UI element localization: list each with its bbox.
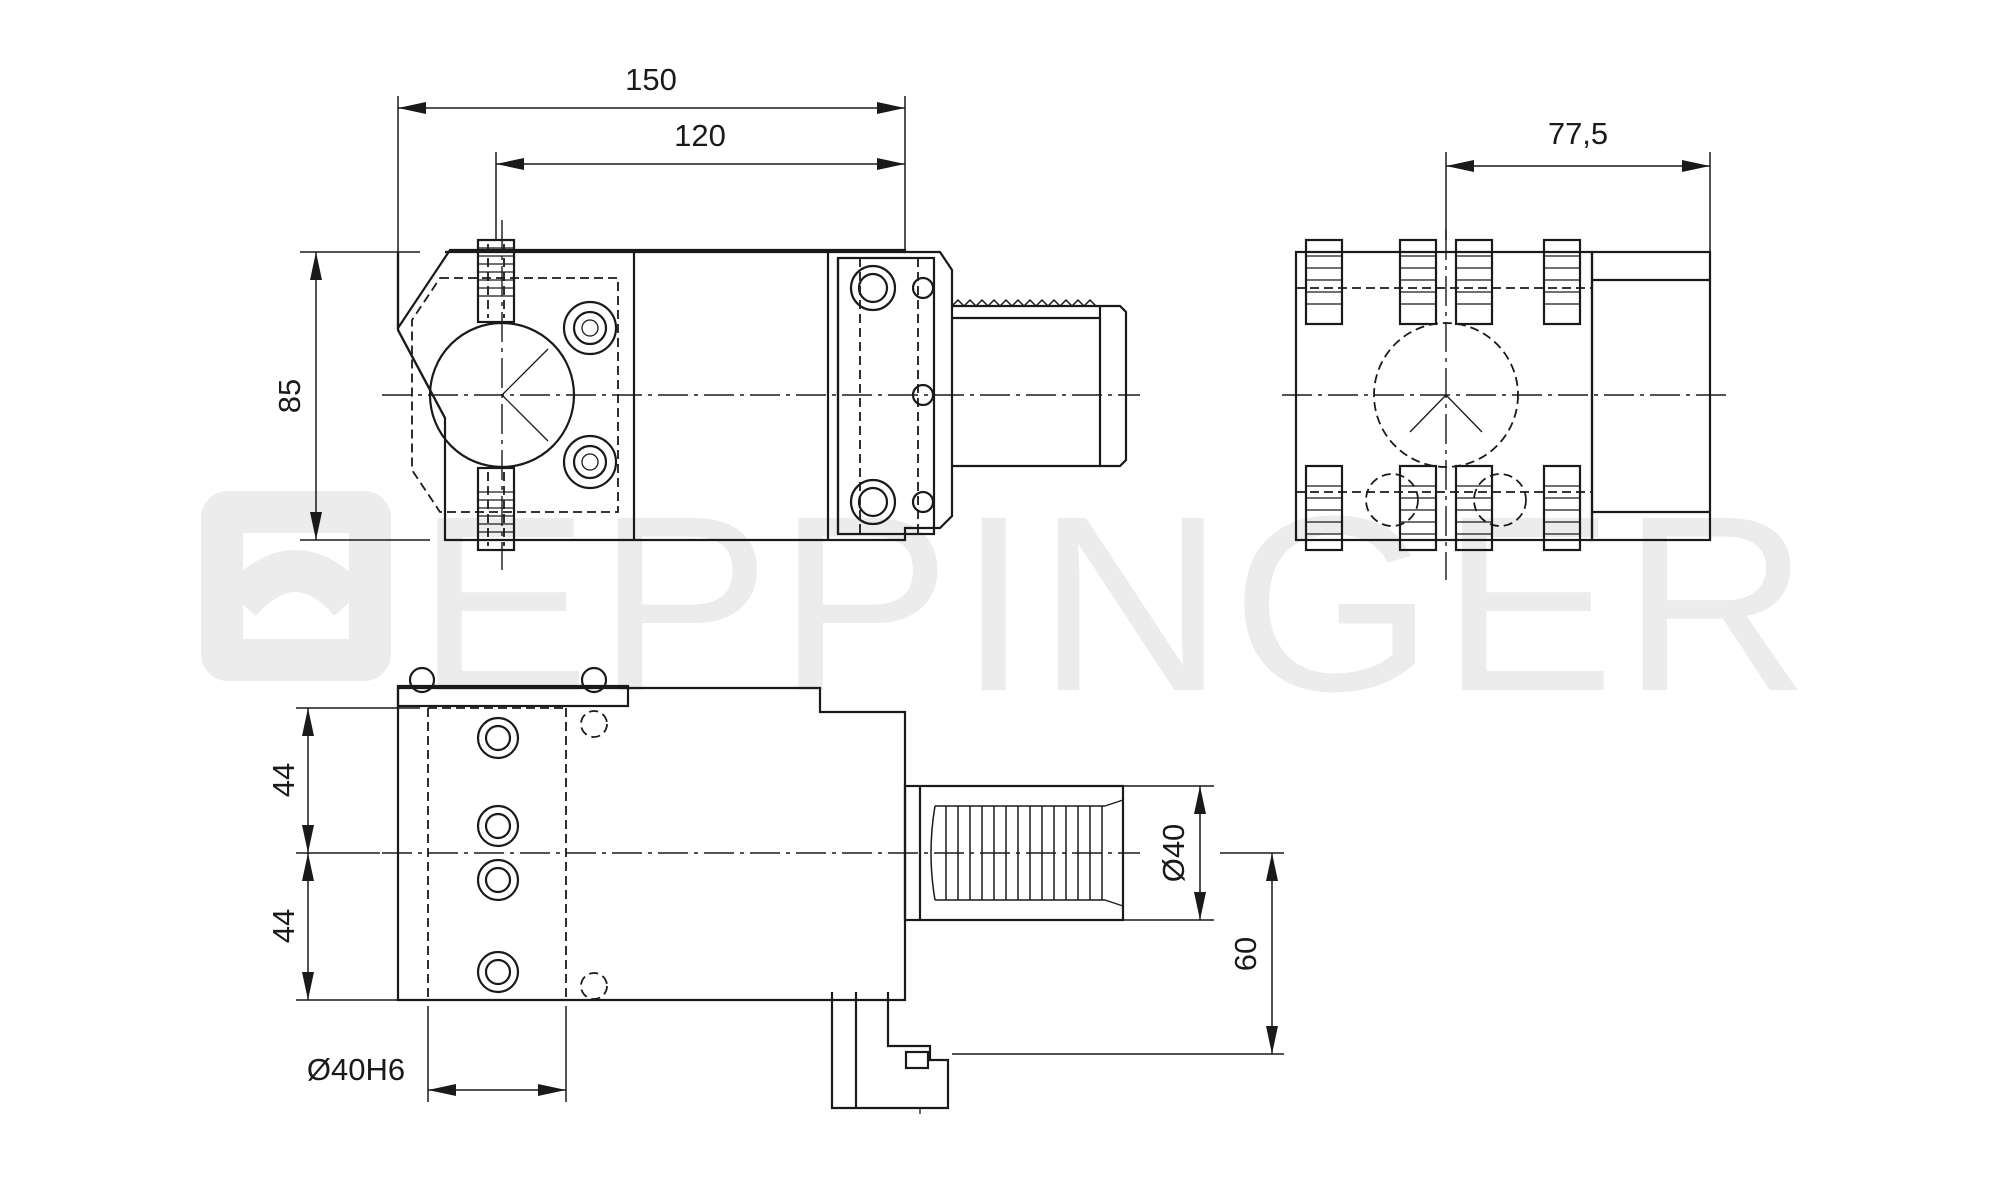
dimension-o40: Ø40 — [1123, 785, 1214, 921]
top-screw-4 — [476, 950, 520, 994]
front-screw-plate-bottom — [849, 478, 935, 526]
dimension-o40-label: Ø40 — [1156, 824, 1191, 883]
top-screw-1 — [476, 716, 520, 760]
dimension-o40h6-label: Ø40H6 — [307, 1052, 405, 1087]
front-screw-upper — [562, 300, 618, 356]
side-screw-row-bottom — [1304, 464, 1582, 552]
watermark: EPPINGER — [201, 464, 1816, 743]
dimension-77-5: 77,5 — [1445, 116, 1711, 252]
dimension-77-5-label: 77,5 — [1548, 116, 1608, 151]
dimension-o40h6: Ø40H6 — [307, 1006, 567, 1102]
front-view — [382, 220, 1140, 570]
front-screw-plate-top — [849, 264, 935, 312]
dimension-150: 150 — [397, 62, 906, 304]
dimension-44-upper: 44 — [266, 707, 420, 854]
side-screw-row-top — [1304, 238, 1582, 326]
dimension-44-lower: 44 — [266, 853, 398, 1001]
top-screw-3 — [476, 858, 520, 902]
watermark-logo-icon — [201, 491, 391, 681]
dimension-44-upper-label: 44 — [266, 763, 301, 797]
dimension-85-label: 85 — [272, 379, 307, 413]
dimension-60: 60 — [952, 852, 1284, 1055]
dimension-44-lower-label: 44 — [266, 909, 301, 943]
side-view — [1282, 230, 1726, 580]
dimension-85: 85 — [272, 251, 430, 541]
top-view — [382, 666, 1140, 1114]
top-screw-2 — [476, 804, 520, 848]
front-clamp-screw-bottom — [476, 466, 516, 552]
dimension-150-label: 150 — [625, 62, 677, 97]
top-bracket — [830, 992, 950, 1114]
front-screw-lower — [562, 434, 618, 490]
dimension-60-label: 60 — [1228, 937, 1263, 971]
front-threaded-shank — [951, 298, 1128, 468]
dimension-120-label: 120 — [674, 118, 726, 153]
watermark-brand: EPPINGER — [416, 464, 1816, 743]
dimension-120: 120 — [495, 118, 905, 240]
